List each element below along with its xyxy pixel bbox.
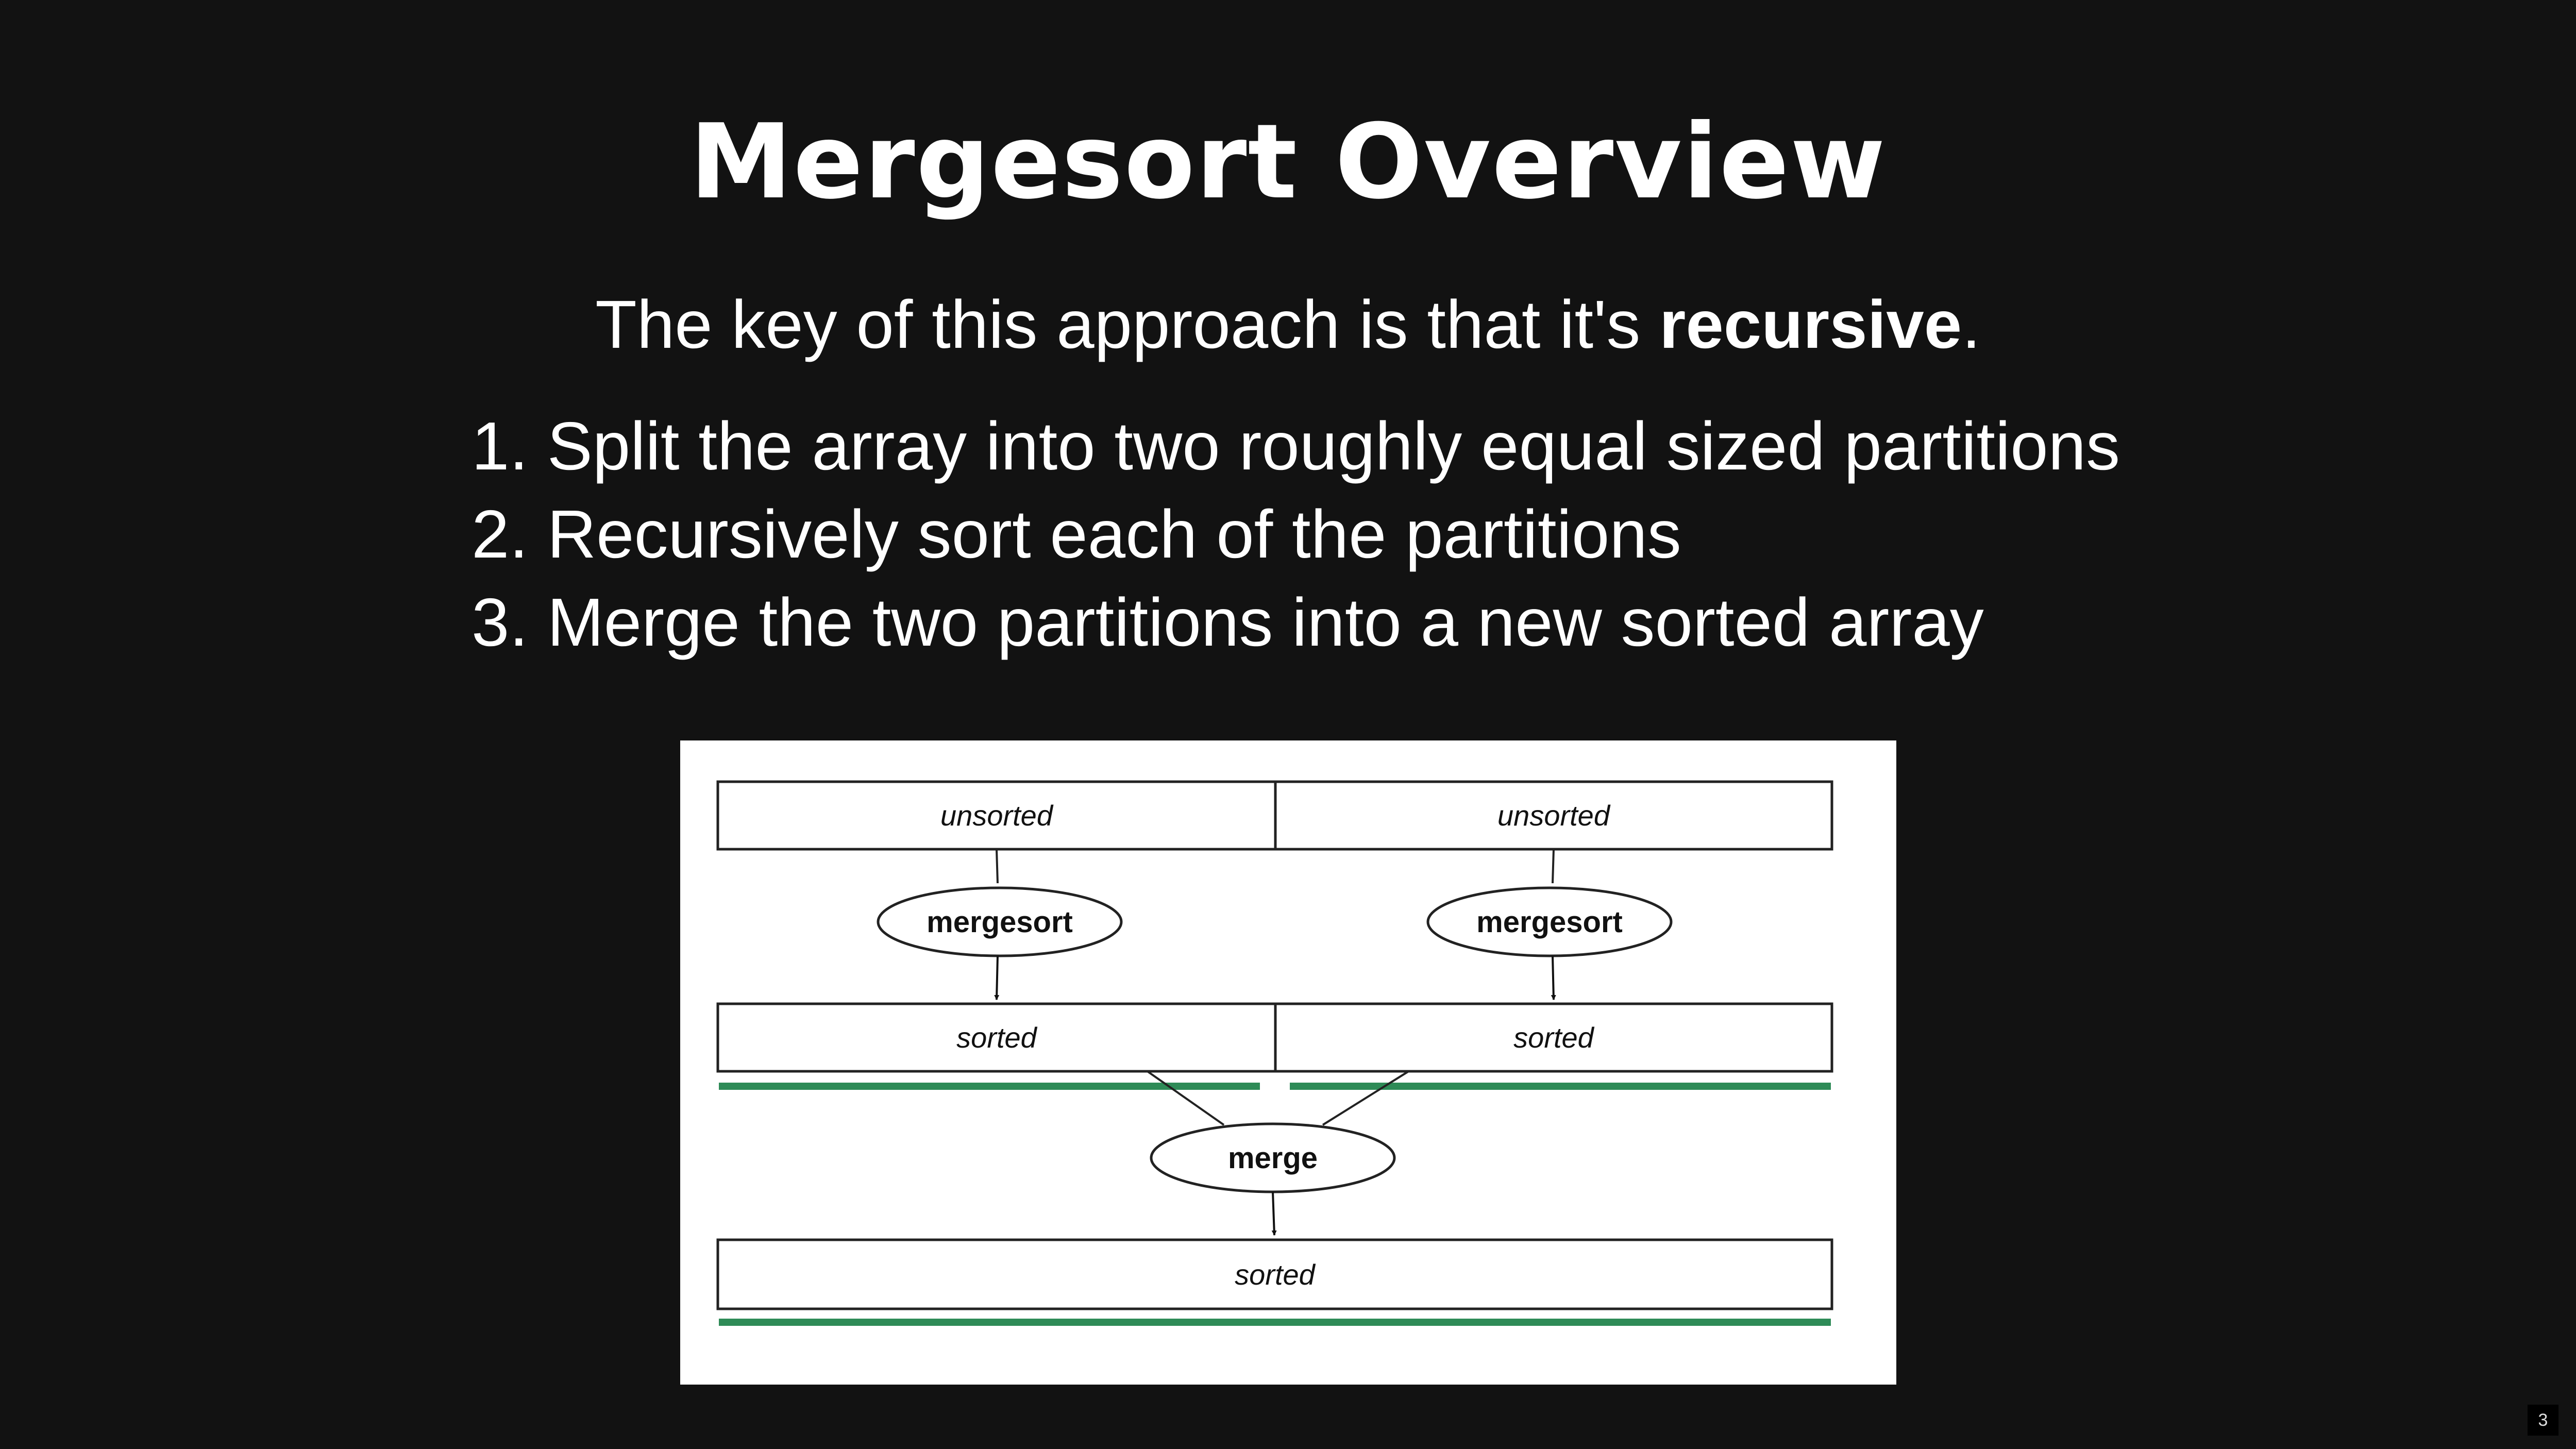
left-mergesort-label: mergesort xyxy=(927,905,1073,939)
right-down-arrow xyxy=(1551,955,1556,1000)
mergesort-diagram-svg: unsorted unsorted mergesort mergesort so… xyxy=(716,780,1833,1326)
subtitle-prefix: The key of this approach is that it's xyxy=(595,287,1660,362)
slide-title: Mergesort Overview xyxy=(689,102,1887,222)
right-mergesort-label: mergesort xyxy=(1476,905,1623,939)
middle-right-sorted-box xyxy=(1274,1002,1833,1073)
subtitle-suffix: . xyxy=(1962,287,1981,362)
middle-left-box-label: sorted xyxy=(956,1021,1037,1054)
top-left-unsorted-box xyxy=(716,780,1277,851)
top-right-box-label: unsorted xyxy=(1497,799,1611,832)
left-mergesort-ellipse xyxy=(877,886,1123,957)
merge-down-arrow xyxy=(1271,1191,1277,1236)
left-down-arrow xyxy=(994,955,1000,1000)
step-item: 1. Split the array into two roughly equa… xyxy=(472,408,2120,484)
step-item: 2. Recursively sort each of the partitio… xyxy=(472,496,1681,572)
step-item: 3. Merge the two partitions into a new s… xyxy=(472,584,1984,660)
left-connector-line xyxy=(996,849,999,884)
right-connector-line xyxy=(1552,849,1555,884)
bottom-box-label: sorted xyxy=(1235,1258,1316,1291)
merge-label: merge xyxy=(1228,1141,1318,1175)
merge-left-connector xyxy=(1147,1071,1225,1126)
top-left-box-label: unsorted xyxy=(940,799,1054,832)
subtitle-bold-word: recursive xyxy=(1659,287,1962,362)
bottom-sorted-box xyxy=(716,1238,1833,1310)
merge-right-connector xyxy=(1322,1071,1409,1126)
slide-subtitle: The key of this approach is that it's re… xyxy=(0,281,2576,368)
mergesort-diagram: unsorted unsorted mergesort mergesort so… xyxy=(680,740,1896,1385)
top-right-unsorted-box xyxy=(1274,780,1833,851)
middle-right-box-label: sorted xyxy=(1513,1021,1594,1054)
right-mergesort-ellipse xyxy=(1426,886,1673,957)
page-number: 3 xyxy=(2528,1405,2558,1436)
steps-list: 1. Split the array into two roughly equa… xyxy=(472,402,2120,666)
